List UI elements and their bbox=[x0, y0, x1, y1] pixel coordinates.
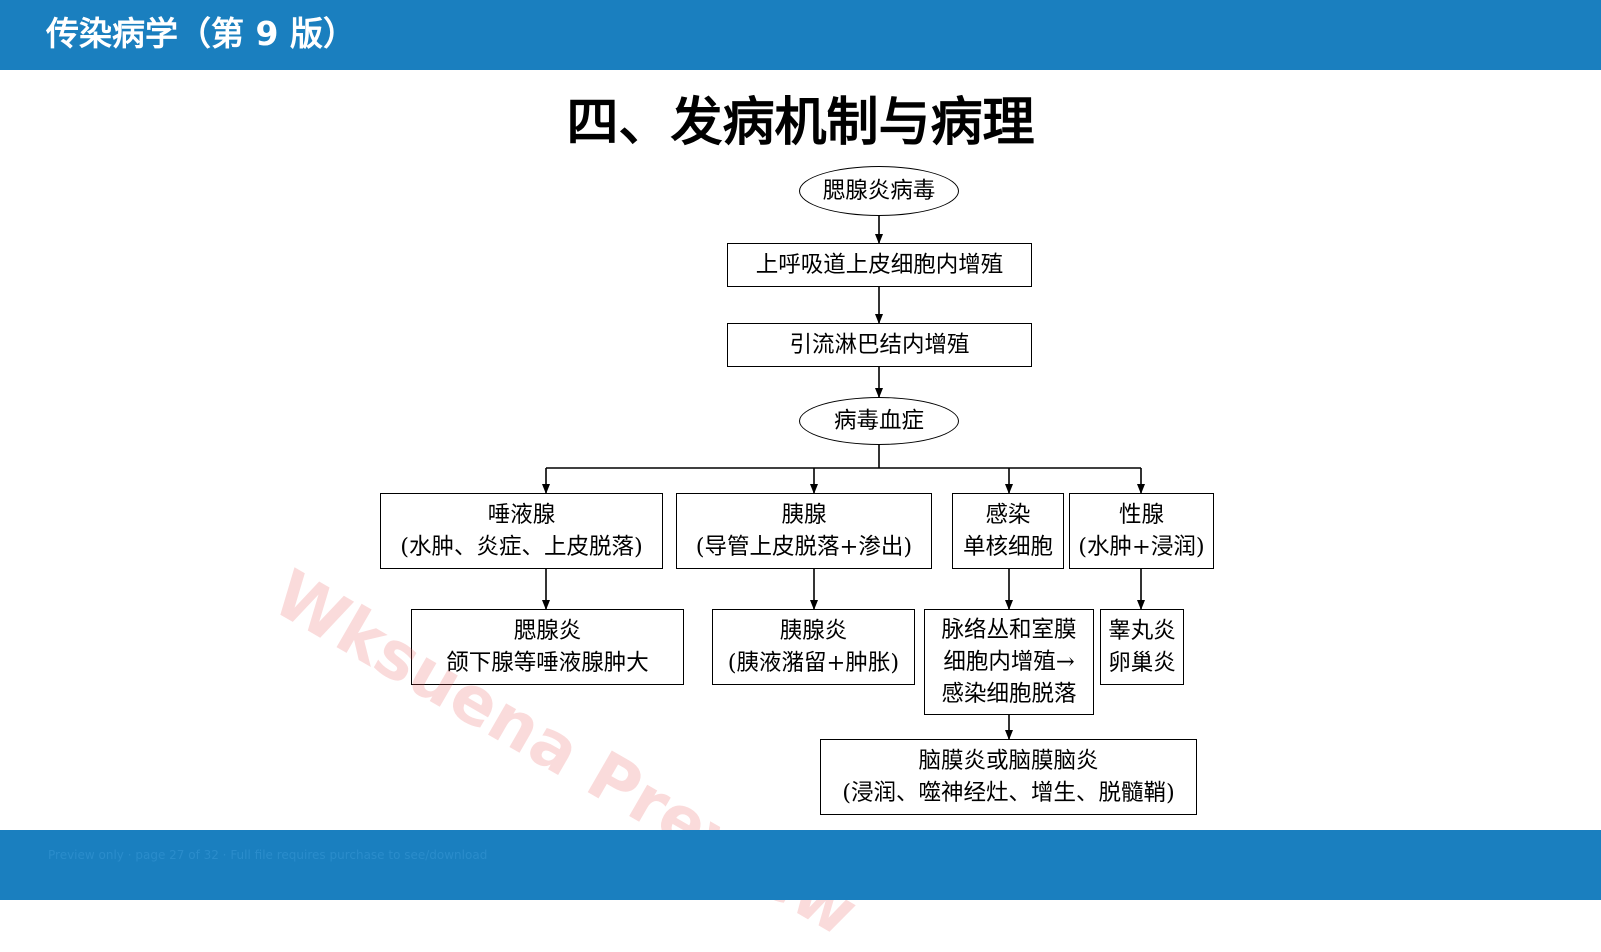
node-pancreas: 胰腺 (导管上皮脱落+渗出) bbox=[676, 493, 932, 569]
node-pancreatitis-line2: (胰液潴留+肿胀) bbox=[727, 650, 900, 676]
node-parotitis-line2: 颌下腺等唾液腺肿大 bbox=[446, 650, 649, 676]
node-salivary: 唾液腺 (水肿、炎症、上皮脱落) bbox=[380, 493, 663, 569]
node-salivary-line2: (水肿、炎症、上皮脱落) bbox=[400, 534, 643, 560]
node-lymph: 引流淋巴结内增殖 bbox=[727, 323, 1032, 367]
node-viremia: 病毒血症 bbox=[799, 397, 959, 445]
header-bar: 传染病学（第 9 版） bbox=[0, 0, 1601, 70]
node-gonad-line2: (水肿+浸润) bbox=[1078, 534, 1205, 560]
node-viremia-text: 病毒血症 bbox=[833, 408, 924, 434]
node-orchitis: 睾丸炎 卵巢炎 bbox=[1100, 609, 1184, 685]
node-meningitis-line1: 脑膜炎或脑膜脑炎 bbox=[918, 748, 1099, 774]
node-choroid-line1: 脉络丛和室膜 bbox=[941, 617, 1077, 643]
node-pancreas-line2: (导管上皮脱落+渗出) bbox=[695, 534, 913, 560]
node-pancreas-line1: 胰腺 bbox=[781, 502, 827, 528]
node-gonad-line1: 性腺 bbox=[1118, 502, 1164, 528]
node-infect-mononuclear: 感染 单核细胞 bbox=[952, 493, 1064, 569]
node-salivary-line1: 唾液腺 bbox=[487, 502, 556, 528]
course-title: 传染病学（第 9 版） bbox=[46, 14, 356, 53]
node-gonad: 性腺 (水肿+浸润) bbox=[1069, 493, 1214, 569]
node-parotitis-line1: 腮腺炎 bbox=[513, 618, 582, 644]
node-infect-line2: 单核细胞 bbox=[962, 534, 1053, 560]
footer-bar: Preview only · page 27 of 32 · Full file… bbox=[0, 830, 1601, 900]
node-orchitis-line2: 卵巢炎 bbox=[1108, 650, 1176, 676]
node-meningitis: 脑膜炎或脑膜脑炎 (浸润、噬神经灶、增生、脱髓鞘) bbox=[820, 739, 1197, 815]
node-pancreatitis-line1: 胰腺炎 bbox=[779, 618, 848, 644]
node-meningitis-line2: (浸润、噬神经灶、增生、脱髓鞘) bbox=[842, 780, 1175, 806]
node-choroid-plexus: 脉络丛和室膜 细胞内增殖→ 感染细胞脱落 bbox=[924, 609, 1094, 715]
node-upper-respiratory-text: 上呼吸道上皮细胞内增殖 bbox=[755, 252, 1004, 278]
node-upper-respiratory: 上呼吸道上皮细胞内增殖 bbox=[727, 243, 1032, 287]
node-infect-line1: 感染 bbox=[985, 502, 1031, 528]
footer-note: Preview only · page 27 of 32 · Full file… bbox=[48, 848, 488, 862]
node-orchitis-line1: 睾丸炎 bbox=[1108, 618, 1176, 644]
node-virus-text: 腮腺炎病毒 bbox=[822, 178, 936, 204]
node-pancreatitis: 胰腺炎 (胰液潴留+肿胀) bbox=[712, 609, 915, 685]
flowchart-connectors bbox=[542, 216, 1145, 740]
slide-title: 四、发病机制与病理 bbox=[566, 93, 1035, 153]
node-parotitis: 腮腺炎 颌下腺等唾液腺肿大 bbox=[411, 609, 684, 685]
node-lymph-text: 引流淋巴结内增殖 bbox=[789, 332, 970, 358]
node-choroid-line2: 细胞内增殖→ bbox=[943, 649, 1075, 675]
node-virus: 腮腺炎病毒 bbox=[799, 166, 959, 216]
node-choroid-line3: 感染细胞脱落 bbox=[941, 681, 1077, 707]
